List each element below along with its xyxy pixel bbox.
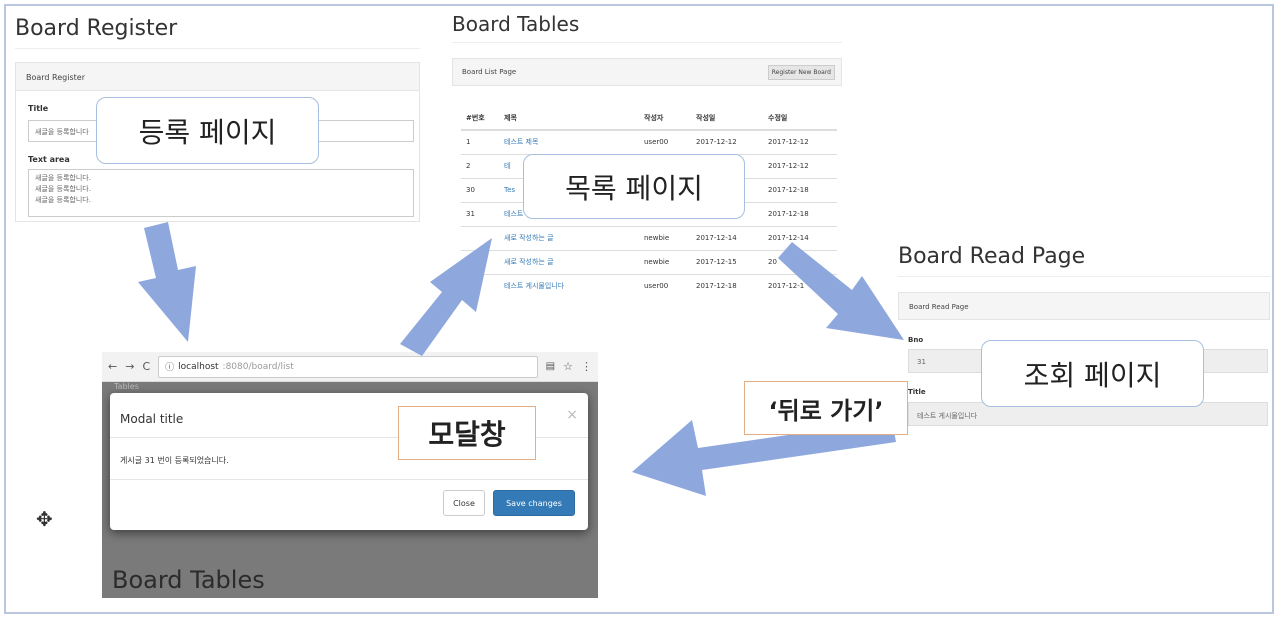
cell-regdate: 2017-12-18: [691, 273, 763, 298]
url-host: localhost: [178, 361, 219, 372]
list-page-title: Board Tables: [452, 12, 580, 36]
modal-header-divider: [110, 437, 588, 438]
modal-body-text: 게시글 31 번이 등록되었습니다.: [120, 456, 229, 465]
arrow-list-to-read: [778, 242, 904, 340]
read-panel-heading: Board Read Page: [898, 292, 1270, 320]
cell-bno: [461, 225, 499, 250]
move-cursor-icon: ✥: [36, 507, 53, 531]
title-label: Title: [28, 104, 49, 113]
menu-dots-icon[interactable]: ⋮: [581, 360, 592, 373]
textarea-label: Text area: [28, 155, 70, 164]
cell-updatedate: 2017-12-12: [763, 129, 837, 154]
textarea-line: 새글을 등록합니다.: [35, 185, 91, 193]
cell-bno: 2: [461, 153, 499, 178]
cell-updatedate: 2017-12-12: [763, 153, 837, 178]
column-header: 작성자: [639, 106, 691, 131]
cell-writer: user00: [639, 129, 691, 154]
read-divider: [898, 276, 1270, 277]
list-panel-heading: Board List Page Register New Board: [452, 58, 842, 86]
background-tables-label: Tables: [114, 382, 139, 391]
arrow-register-to-modal: [138, 222, 196, 342]
modal-callout: 모달창: [398, 406, 536, 460]
register-divider: [15, 48, 420, 49]
arrow-modal-to-list: [400, 238, 492, 356]
modal-close-button[interactable]: Close: [443, 490, 485, 516]
read-page-callout: 조회 페이지: [981, 340, 1204, 407]
info-icon: ⓘ: [165, 363, 175, 373]
cell-regdate: 2017-12-12: [691, 129, 763, 154]
cell-bno: 31: [461, 201, 499, 226]
list-page-callout: 목록 페이지: [523, 154, 745, 219]
register-page-callout: 등록 페이지: [96, 97, 319, 164]
list-panel-heading-text: Board List Page: [462, 68, 517, 76]
cell-writer: newbie: [639, 249, 691, 274]
modal-close-icon[interactable]: ×: [566, 407, 578, 423]
column-header: 제목: [499, 106, 639, 131]
cell-updatedate: 2017-12-18: [763, 177, 837, 202]
modal-dialog: Modal title × 게시글 31 번이 등록되었습니다. Close S…: [110, 393, 588, 530]
translate-icon[interactable]: ▤: [545, 361, 556, 372]
textarea-line: 새글을 등록합니다.: [35, 196, 91, 204]
column-header: #번호: [461, 106, 499, 131]
column-header: 작성일: [691, 106, 763, 131]
list-divider: [452, 42, 842, 43]
table-header-row: #번호 제목 작성자 작성일 수정일: [461, 106, 837, 131]
content-textarea[interactable]: 새글을 등록합니다. 새글을 등록합니다. 새글을 등록합니다.: [28, 169, 414, 217]
cell-title-link[interactable]: 새로 작성하는 글: [499, 249, 639, 274]
cell-title-link[interactable]: 테스트 게시물입니다: [499, 273, 639, 298]
reload-icon[interactable]: C: [142, 360, 151, 373]
cell-regdate: 2017-12-14: [691, 225, 763, 250]
register-new-board-button[interactable]: Register New Board: [767, 65, 835, 80]
textarea-line: 새글을 등록합니다.: [35, 174, 91, 182]
forward-icon[interactable]: →: [125, 360, 135, 373]
browser-toolbar: ← → C ⓘ localhost:8080/board/list ▤ ☆ ⋮: [102, 352, 598, 382]
arrow-back-to-modal: [632, 420, 896, 496]
register-panel: Board Register Title 새글을 등록합니다 Text area…: [15, 62, 420, 222]
cell-bno: 30: [461, 177, 499, 202]
back-callout: ‘뒤로 가기’: [744, 381, 908, 435]
read-title-label: Title: [908, 388, 926, 396]
modal-title: Modal title: [120, 412, 184, 426]
cell-bno: 1: [461, 129, 499, 154]
bookmark-star-icon[interactable]: ☆: [563, 360, 573, 373]
address-bar[interactable]: ⓘ localhost:8080/board/list: [158, 355, 538, 378]
url-path: :8080/board/list: [222, 361, 294, 372]
modal-save-button[interactable]: Save changes: [493, 490, 575, 516]
cell-writer: user00: [639, 273, 691, 298]
cell-regdate: 2017-12-15: [691, 249, 763, 274]
cell-title-link[interactable]: 테스트 제목: [499, 129, 639, 154]
cell-writer: newbie: [639, 225, 691, 250]
read-page-title: Board Read Page: [898, 244, 1086, 269]
background-page-title: Board Tables: [112, 566, 265, 594]
column-header: 수정일: [763, 106, 837, 131]
register-page-title: Board Register: [15, 16, 178, 41]
back-icon[interactable]: ←: [108, 360, 118, 373]
cell-updatedate: 2017-12-14: [763, 225, 837, 250]
modal-footer-divider: [110, 479, 588, 480]
bno-label: Bno: [908, 336, 924, 344]
register-panel-heading: Board Register: [16, 63, 419, 91]
cell-title-link[interactable]: 새로 작성하는 글: [499, 225, 639, 250]
cell-updatedate: 2017-12-18: [763, 201, 837, 226]
